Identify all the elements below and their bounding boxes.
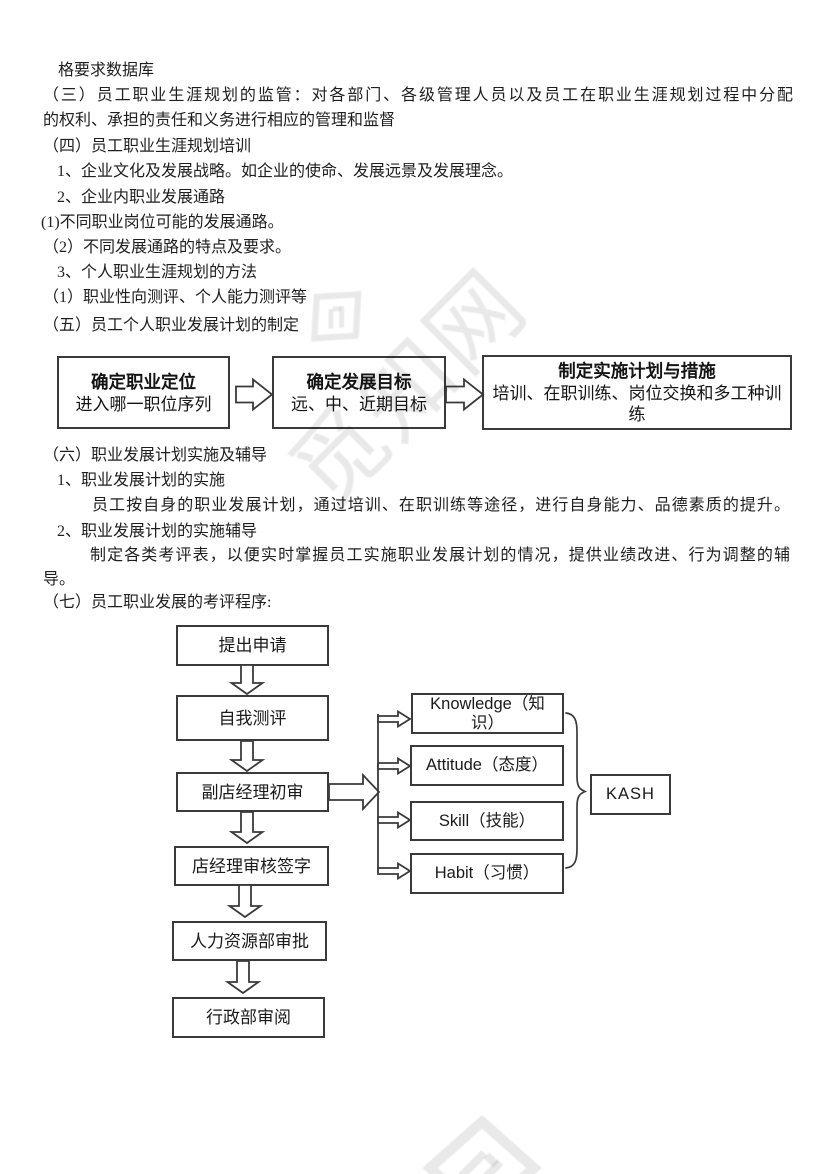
body-line: （四）员工职业生涯规划培训 [43, 138, 252, 155]
brace-icon [565, 712, 588, 869]
kash-box-skill: Skill（技能） [410, 801, 564, 841]
step-label: 副店经理初审 [201, 782, 304, 802]
body-line: 1、职业发展计划的实施 [57, 472, 226, 489]
step-self-assessment: 自我测评 [176, 695, 329, 741]
arrow-right-icon [377, 810, 412, 830]
flow-box-subtitle: 培训、在职训练、岗位交换和多工种训练 [492, 384, 782, 424]
step-deputy-manager-review: 副店经理初审 [176, 772, 329, 812]
body-line: （三）员工职业生涯规划的监管：对各部门、各级管理人员以及员工在职业生涯规划过程中… [43, 87, 793, 104]
body-line: (1)不同职业岗位可能的发展通路。 [41, 214, 284, 231]
body-line: 导。 [43, 571, 76, 588]
body-line: 3、个人职业生涯规划的方法 [57, 264, 258, 281]
arrow-right-icon [328, 772, 381, 812]
kash-box-knowledge: Knowledge（知 识） [411, 693, 564, 734]
kash-summary-box: KASH [590, 774, 671, 815]
flow-box-implementation-plan: 制定实施计划与措施 培训、在职训练、岗位交换和多工种训练 [482, 355, 792, 430]
watermark [422, 1116, 542, 1174]
step-admin-review: 行政部审阅 [172, 997, 325, 1038]
watermark-logo-icon [311, 291, 362, 342]
kash-label: Habit（习惯） [434, 864, 540, 882]
arrow-right-icon [377, 756, 412, 776]
section-heading: （七）员工职业发展的考评程序: [43, 594, 272, 611]
kash-label: Attitude（态度） [426, 756, 548, 774]
flow-box-career-position: 确定职业定位 进入哪一职位序列 [57, 356, 230, 429]
arrow-down-icon [228, 664, 266, 696]
arrow-right-icon [377, 709, 412, 729]
step-label: 店经理审核签字 [192, 856, 311, 876]
flow-box-title: 确定发展目标 [306, 371, 412, 392]
body-line: 制定各类考评表，以便实时掌握员工实施职业发展计划的情况，提供业绩改进、行为调整的… [90, 547, 790, 564]
body-line: 格要求数据库 [58, 62, 155, 79]
arrow-down-icon [228, 811, 266, 845]
kash-box-attitude: Attitude（态度） [410, 745, 564, 786]
step-label: 行政部审阅 [206, 1008, 291, 1027]
step-manager-sign: 店经理审核签字 [174, 846, 329, 886]
kash-box-habit: Habit（习惯） [410, 853, 564, 894]
step-label: 自我测评 [218, 708, 287, 728]
watermark-logo-icon [422, 1116, 542, 1174]
arrow-right-icon [377, 861, 412, 881]
flow-box-subtitle: 进入哪一职位序列 [75, 394, 212, 414]
body-line: 的权利、承担的责任和义务进行相应的管理和监督 [43, 112, 396, 129]
body-line: 2、企业内职业发展通路 [57, 189, 226, 206]
arrow-down-icon [226, 884, 264, 919]
flow-box-title: 确定职业定位 [91, 371, 196, 392]
flow-box-title: 制定实施计划与措施 [558, 361, 716, 381]
kash-summary-label: KASH [606, 785, 655, 803]
step-label: 人力资源部审批 [190, 931, 309, 951]
kash-label: 识） [471, 713, 504, 732]
body-line: 员工按自身的职业发展计划，通过培训、在职训练等途径，进行自身能力、品德素质的提升… [92, 497, 790, 514]
kash-label: Knowledge（知 [430, 694, 545, 713]
section-heading: （六）职业发展计划实施及辅导 [43, 447, 268, 464]
flow-box-development-goal: 确定发展目标 远、中、近期目标 [272, 356, 446, 429]
arrow-right-icon [235, 377, 274, 412]
step-submit-application: 提出申请 [176, 625, 329, 666]
step-label: 提出申请 [218, 636, 287, 655]
step-hr-approval: 人力资源部审批 [172, 921, 327, 961]
body-line: （1）职业性向测评、个人能力测评等 [43, 289, 308, 306]
arrow-down-icon [228, 740, 266, 773]
flow-box-subtitle: 远、中、近期目标 [291, 394, 427, 414]
arrow-right-icon [445, 377, 485, 412]
kash-label: Skill（技能） [438, 811, 536, 830]
body-line: 1、企业文化及发展战略。如企业的使命、发展远景及发展理念。 [57, 163, 514, 180]
body-line: 2、职业发展计划的实施辅导 [57, 523, 258, 540]
arrow-down-icon [224, 960, 262, 995]
section-heading: （五）员工个人职业发展计划的制定 [43, 317, 300, 334]
body-line: （2）不同发展通路的特点及要求。 [43, 239, 292, 256]
